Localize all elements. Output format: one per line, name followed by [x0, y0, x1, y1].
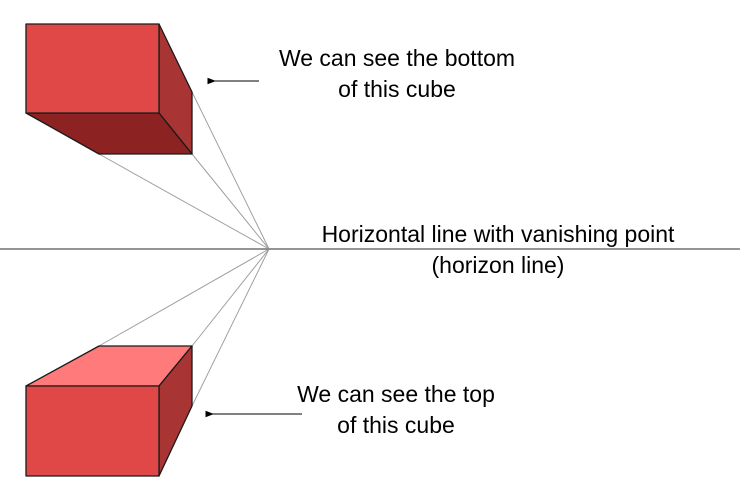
upper-guide-lines [98, 91, 270, 250]
guide-line [191, 248, 270, 407]
upper-cube [25, 23, 193, 155]
lower-cube-caption-line-1: We can see the top [297, 381, 495, 407]
lower-cube-caption-line-2: of this cube [337, 412, 455, 438]
lower-cube-caption: We can see the top of this cube [276, 379, 516, 441]
guide-line [191, 248, 270, 347]
horizon-caption-line-2: (horizon line) [431, 252, 565, 278]
guide-line [98, 153, 270, 250]
lower-cube-front-face [25, 385, 160, 477]
upper-cube-caption-line-1: We can see the bottom [278, 45, 516, 71]
guide-line [98, 248, 270, 347]
horizon-caption-line-1: Horizontal line with vanishing point [321, 221, 675, 247]
upper-cube-front-face [25, 23, 160, 114]
lower-guide-lines [98, 248, 270, 407]
guide-line [191, 153, 270, 250]
upper-cube-caption: We can see the bottom of this cube [262, 43, 532, 105]
vanishing-point [268, 248, 270, 250]
lower-cube [25, 345, 193, 477]
guide-line [191, 91, 270, 250]
upper-cube-caption-line-2: of this cube [338, 76, 456, 102]
horizon-caption: Horizontal line with vanishing point (ho… [290, 219, 706, 281]
